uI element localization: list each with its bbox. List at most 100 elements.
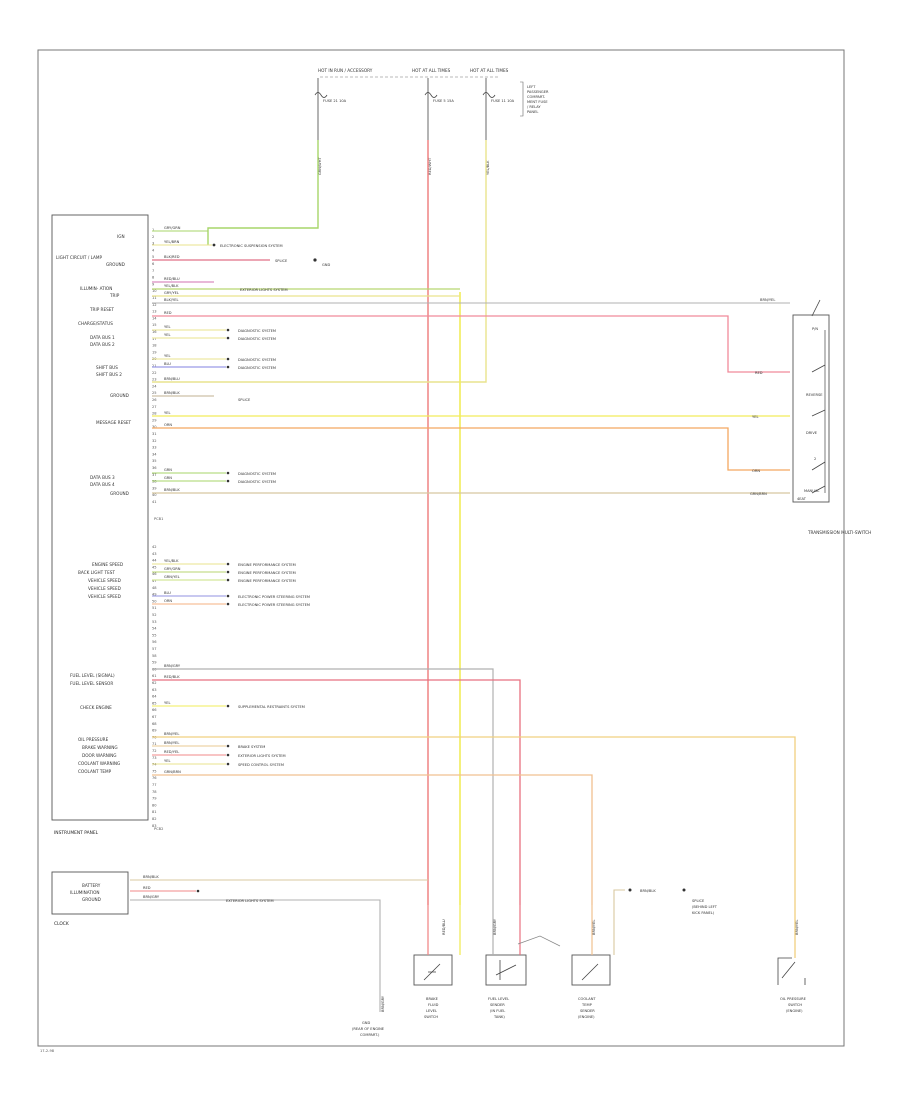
pin-number: 75 bbox=[152, 769, 157, 773]
ipc-labels: IGN LIGHT CIRCUIT / LAMP GROUND ILLUMIN-… bbox=[56, 234, 132, 774]
page-id: 17-2-98 bbox=[40, 1049, 55, 1053]
svg-text:BRN/BLK: BRN/BLK bbox=[164, 391, 180, 395]
pin-number: 68 bbox=[152, 722, 157, 726]
svg-text:ORN: ORN bbox=[164, 599, 172, 603]
svg-text:PANEL: PANEL bbox=[527, 110, 538, 114]
svg-text:KICK PANEL): KICK PANEL) bbox=[692, 911, 715, 915]
svg-text:TEMP: TEMP bbox=[581, 1003, 593, 1007]
svg-text:DIAGNOSTIC SYSTEM: DIAGNOSTIC SYSTEM bbox=[238, 329, 276, 333]
svg-text:DIAGNOSTIC SYSTEM: DIAGNOSTIC SYSTEM bbox=[238, 472, 276, 476]
svg-text:CLOCK: CLOCK bbox=[54, 921, 69, 927]
svg-text:GROUND: GROUND bbox=[106, 262, 125, 267]
pin-number: 39 bbox=[152, 486, 157, 490]
svg-text:YEL/BLK: YEL/BLK bbox=[164, 559, 179, 563]
svg-text:DIAGNOSTIC SYSTEM: DIAGNOSTIC SYSTEM bbox=[238, 366, 276, 370]
svg-text:FUEL LEVEL: FUEL LEVEL bbox=[488, 997, 509, 1001]
svg-text:DATA BUS 3: DATA BUS 3 bbox=[90, 475, 115, 480]
svg-text:SPLICE: SPLICE bbox=[692, 899, 705, 903]
svg-text:LEVEL: LEVEL bbox=[426, 1009, 437, 1013]
pin-number: 31 bbox=[152, 432, 157, 436]
svg-text:BRAKE WARNING: BRAKE WARNING bbox=[82, 745, 118, 750]
svg-text:BRN/BLK: BRN/BLK bbox=[164, 488, 180, 492]
pin-number: 42 bbox=[152, 545, 157, 549]
svg-text:DOOR WARNING: DOOR WARNING bbox=[82, 753, 117, 758]
svg-text:GRY/GRN: GRY/GRN bbox=[164, 226, 181, 230]
pin-number: 9 bbox=[152, 282, 155, 286]
svg-text:GRN/BRN: GRN/BRN bbox=[164, 770, 181, 774]
svg-text:DIAGNOSTIC SYSTEM: DIAGNOSTIC SYSTEM bbox=[238, 480, 276, 484]
pin-number: 12 bbox=[152, 303, 157, 307]
pin-number: 2 bbox=[152, 235, 154, 239]
fuse-name-3: FUSE 11 10A bbox=[491, 99, 515, 103]
pin-number: 16 bbox=[152, 330, 157, 334]
svg-text:BRN/YEL: BRN/YEL bbox=[164, 732, 179, 736]
svg-text:RED: RED bbox=[755, 371, 763, 375]
pin-number: 21 bbox=[152, 364, 157, 368]
pin-number: 17 bbox=[152, 337, 157, 341]
pin-number: 71 bbox=[152, 742, 157, 746]
svg-text:GRN/BRN: GRN/BRN bbox=[750, 492, 767, 496]
svg-text:RED/BLU: RED/BLU bbox=[164, 277, 180, 281]
pin-number: 7 bbox=[152, 269, 154, 273]
fuse-label-1: HOT IN RUN / ACCESSORY bbox=[318, 68, 373, 73]
svg-text:COOLANT TEMP: COOLANT TEMP bbox=[78, 769, 112, 774]
pin-number: 58 bbox=[152, 654, 157, 658]
svg-text:BRN/BLK: BRN/BLK bbox=[143, 875, 159, 879]
svg-text:ORN: ORN bbox=[164, 423, 172, 427]
oil-pressure-switch: OIL PRESSURE SWITCH (ENGINE) BRN/YEL bbox=[777, 920, 807, 1013]
svg-text:YEL/BLK: YEL/BLK bbox=[164, 284, 179, 288]
pin-number: 38 bbox=[152, 480, 157, 484]
svg-text:VEHICLE SPEED: VEHICLE SPEED bbox=[88, 594, 121, 599]
svg-text:GROUND: GROUND bbox=[82, 897, 101, 902]
pin-number: 64 bbox=[152, 695, 157, 699]
svg-text:COMPART.): COMPART.) bbox=[360, 1033, 380, 1037]
instrument-panel-box bbox=[51, 214, 149, 821]
pin-number: 32 bbox=[152, 439, 157, 443]
svg-text:DATA BUS 4: DATA BUS 4 bbox=[90, 482, 115, 487]
svg-text:SWITCH: SWITCH bbox=[788, 1003, 802, 1007]
svg-text:YEL: YEL bbox=[752, 415, 758, 419]
svg-text:GRN: GRN bbox=[164, 468, 172, 472]
pin-number: 41 bbox=[152, 500, 157, 504]
coolant-temp-sender: COOLANT TEMP SENDER (ENGINE) BRN/YEL bbox=[571, 920, 611, 1019]
pin-number: 73 bbox=[152, 756, 157, 760]
pin-number: 19 bbox=[152, 350, 157, 354]
pin-number: 55 bbox=[152, 633, 157, 637]
svg-text:BRN/BLK: BRN/BLK bbox=[640, 889, 656, 893]
svg-text:TRIP: TRIP bbox=[109, 293, 120, 298]
svg-text:GRY/GRN: GRY/GRN bbox=[164, 567, 181, 571]
svg-text:ENGINE SPEED: ENGINE SPEED bbox=[92, 562, 123, 567]
svg-text:DRIVE: DRIVE bbox=[806, 431, 818, 435]
svg-text:GND: GND bbox=[362, 1021, 370, 1025]
brake-fluid-level-switch: BRAKE FLUID LEVEL SWITCH RED/BLU bbox=[413, 919, 453, 1019]
pin-number: 65 bbox=[152, 701, 157, 705]
svg-text:PASSENGER: PASSENGER bbox=[527, 90, 549, 94]
svg-text:LIGHT CIRCUIT / LAMP: LIGHT CIRCUIT / LAMP bbox=[56, 255, 102, 260]
svg-text:4EAT: 4EAT bbox=[797, 497, 807, 501]
pin-number: 29 bbox=[152, 418, 157, 422]
svg-text:BRN/YEL: BRN/YEL bbox=[795, 920, 799, 935]
svg-text:DATA BUS 1: DATA BUS 1 bbox=[90, 335, 115, 340]
ipc-connector-1: PCB1 bbox=[154, 517, 163, 521]
svg-text:(IN FUEL: (IN FUEL bbox=[490, 1009, 505, 1013]
pin-number: 14 bbox=[152, 316, 157, 320]
svg-text:BLU: BLU bbox=[164, 591, 171, 595]
pin-number: 57 bbox=[152, 647, 157, 651]
svg-text:YEL: YEL bbox=[164, 759, 170, 763]
pin-number: 53 bbox=[152, 620, 157, 624]
svg-text:BLU: BLU bbox=[164, 362, 171, 366]
svg-text:EXTERIOR LIGHTS SYSTEM: EXTERIOR LIGHTS SYSTEM bbox=[240, 288, 288, 292]
pin-number: 13 bbox=[152, 310, 157, 314]
svg-text:YEL: YEL bbox=[164, 325, 170, 329]
pin-number: 82 bbox=[152, 817, 157, 821]
pin-number: 81 bbox=[152, 810, 157, 814]
svg-text:(BEHIND LEFT: (BEHIND LEFT bbox=[692, 905, 718, 909]
pin-number: 35 bbox=[152, 459, 157, 463]
svg-text:ILLUMIN- ATION: ILLUMIN- ATION bbox=[80, 286, 112, 291]
svg-text:YEL: YEL bbox=[164, 333, 170, 337]
svg-text:ELECTRONIC POWER STEERING SYST: ELECTRONIC POWER STEERING SYSTEM bbox=[238, 595, 310, 599]
svg-text:VEHICLE SPEED: VEHICLE SPEED bbox=[88, 586, 121, 591]
pin-number: 61 bbox=[152, 674, 157, 678]
pin-number: 43 bbox=[152, 552, 157, 556]
pin-number: 52 bbox=[152, 613, 157, 617]
